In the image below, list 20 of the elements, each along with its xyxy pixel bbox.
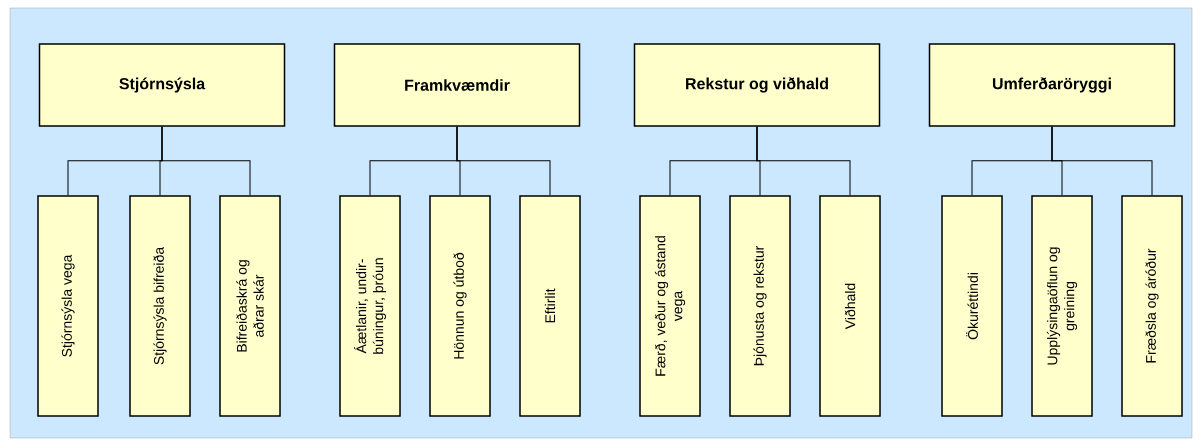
category-box: Framkvæmdir [333, 43, 581, 127]
subcategory-box: Upplýsingaöflun og greining [1031, 195, 1093, 417]
connector-line [1051, 126, 1153, 196]
subcategory-box: Viðhald [819, 195, 881, 417]
subcategory-box: Ökuréttindi [941, 195, 1003, 417]
category-box: Rekstur og viðhald [633, 43, 881, 127]
subcategory-box: Þjónusta og rekstur [729, 195, 791, 417]
subcategory-box: Stjórnsýsla vega [37, 195, 99, 417]
subcategory-box: Bifreiðaskrá og aðrar skár [219, 195, 281, 417]
category-box: Umferðaröryggi [928, 43, 1176, 127]
subcategory-box: Stjórnsýsla bifreiða [129, 195, 191, 417]
connector-line [161, 126, 251, 196]
subcategory-box: Áætlanir, undir- búningur, þróun [339, 195, 401, 417]
subcategory-box: Fræðsla og áróður [1121, 195, 1183, 417]
connector-line [756, 126, 851, 196]
subcategory-box: Eftirlit [519, 195, 581, 417]
category-box: Stjórnsýsla [38, 43, 286, 127]
subcategory-box: Hönnun og útboð [429, 195, 491, 417]
subcategory-box: Færð, veður og ástand vega [639, 195, 701, 417]
connector-line [456, 126, 551, 196]
